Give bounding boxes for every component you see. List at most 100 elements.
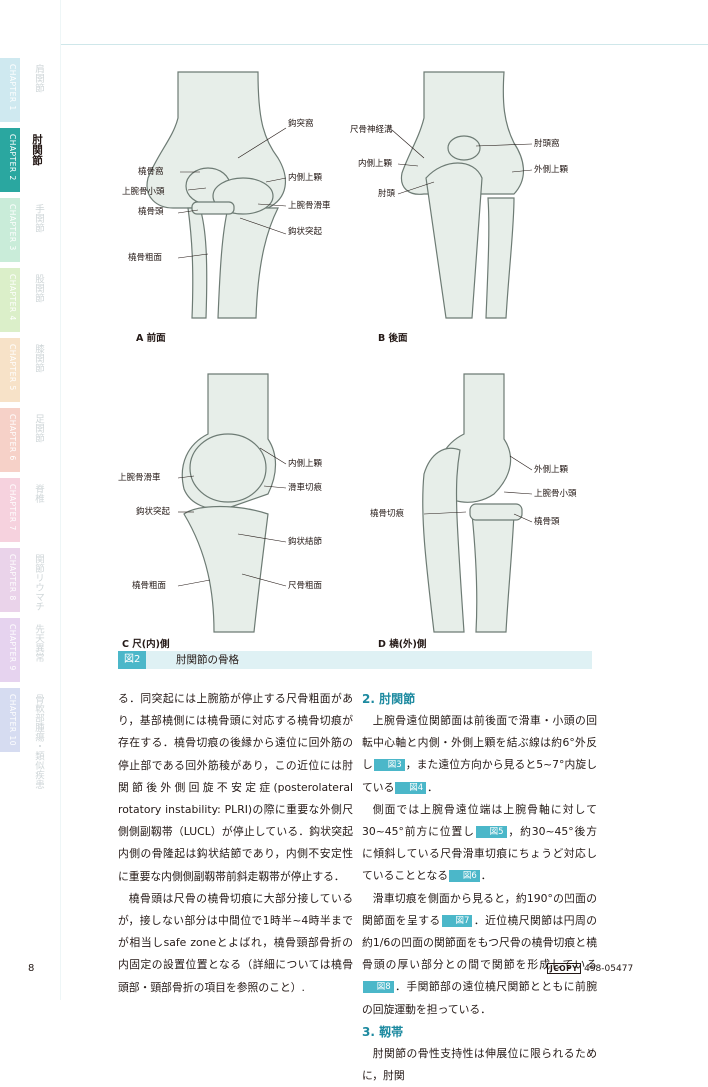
chapter-tab-strip — [0, 408, 20, 472]
section-heading-ligaments: 3. 靱帯 — [362, 1024, 404, 1039]
figure-caption: 図2 肘関節の骨格 — [118, 651, 592, 669]
text-column-left: る．同突起には上腕筋が停止する尺骨粗面があり，基部橈側には橈骨頭に対応する橈骨切… — [118, 688, 353, 999]
label-c-trochlea: 上腕骨滑車 — [118, 473, 161, 483]
panel-c-ulnar-side: 内側上顆 上腕骨滑車 滑車切痕 鈎状突起 鈎状結節 橈骨粗面 尺骨粗面 C 尺(… — [118, 364, 346, 654]
text-run: 側面では上腕骨遠位端は上腕骨軸に対して30~45°前方に位置し — [362, 802, 597, 839]
chapter-tab-number: CHAPTER 9 — [8, 624, 17, 671]
figure-ref[interactable]: 図6 — [449, 870, 480, 883]
panel-d-caption: D 橈(外)側 — [378, 639, 427, 650]
panel-b-posterior: 尺骨神経溝 肘頭窩 内側上顆 外側上顆 肘頭 B 後面 — [350, 58, 592, 348]
label-coronoid-process: 鈎状突起 — [288, 227, 323, 237]
chapter-tab-strip — [0, 338, 20, 402]
jcopy-mark: JCOPY — [547, 963, 582, 974]
figure-ref[interactable]: 図5 — [475, 826, 507, 839]
chapter-tab-number: CHAPTER 4 — [8, 274, 17, 321]
chapter-tab[interactable]: CHAPTER 3 手関節 — [0, 198, 48, 262]
label-ulnar-tuberosity: 尺骨粗面 — [288, 581, 323, 591]
chapter-tab[interactable]: CHAPTER 5 膝関節 — [0, 338, 48, 402]
chapter-tab-title: 膝関節 — [33, 344, 44, 373]
label-d-radial-head: 橈骨頭 — [534, 517, 560, 527]
paragraph: 橈骨頭は尺骨の橈骨切痕に大部分接しているが，接しない部分は中間位で1時半~4時半… — [118, 891, 353, 994]
chapter-tab-title: 股関節 — [33, 274, 44, 303]
chapter-tab-number: CHAPTER 2 — [8, 134, 17, 181]
margin-guide — [60, 0, 61, 1000]
chapter-tab-number: CHAPTER 1 — [8, 64, 17, 111]
text-run: 滑車切痕を側面から見ると，約190°の凹面の関節面を呈する — [362, 891, 597, 927]
label-trochlear-notch: 滑車切痕 — [288, 483, 323, 493]
figure-number: 図2 — [118, 651, 147, 669]
text-run: ．近位橈尺関節は円周の約1/6の凹面の関節面をもつ尺骨の橈骨切痕と橈骨頭の厚い部… — [362, 913, 598, 972]
chapter-tab-title: 骨軟部腫瘍・類似疾患 — [33, 694, 44, 789]
chapter-tab-number: CHAPTER 8 — [8, 554, 17, 601]
label-radial-notch: 橈骨切痕 — [370, 509, 405, 519]
chapter-tab-strip — [0, 268, 20, 332]
chapter-tab-title: 脊椎 — [33, 484, 44, 503]
chapter-tab-title: 足関節 — [33, 414, 44, 443]
chapter-tab-title: 肘関節 — [31, 134, 43, 166]
figure-ref[interactable]: 図7 — [441, 914, 473, 927]
chapter-tab[interactable]: CHAPTER 6 足関節 — [0, 408, 48, 472]
text-run: ． — [480, 869, 492, 883]
panel-c-caption: C 尺(内)側 — [122, 639, 170, 650]
chapter-tab-title: 先天異常 — [33, 624, 44, 662]
figure-title: 肘関節の骨格 — [176, 654, 239, 666]
text-run: ． — [427, 780, 438, 794]
label-c-radial-tuberosity: 橈骨粗面 — [132, 581, 167, 591]
panel-a-anterior: 鈎突窩 橈骨窩 内側上顆 上腕骨小頭 上腕骨滑車 橈骨頭 鈎状突起 橈骨粗面 A… — [118, 58, 346, 348]
label-lateral-epicondyle: 外側上顆 — [534, 165, 569, 175]
text-run: ，また遠位方向から見ると5~7°内旋している — [362, 758, 598, 794]
label-c-coronoid-process: 鈎状突起 — [136, 507, 171, 517]
chapter-tab-title: 関節リウマチ — [33, 554, 44, 611]
chapter-tab-strip — [0, 618, 20, 682]
label-capitulum: 上腕骨小頭 — [122, 187, 165, 197]
label-olecranon: 肘頭 — [378, 189, 396, 199]
chapter-tab-strip — [0, 688, 20, 752]
chapter-tab[interactable]: CHAPTER 8 関節リウマチ — [0, 548, 48, 612]
figure-ref[interactable]: 図8 — [363, 981, 394, 994]
chapter-tab-number: CHAPTER 10 — [8, 694, 17, 746]
label-d-capitulum: 上腕骨小頭 — [534, 489, 577, 499]
chapter-tab-title: 手関節 — [33, 204, 44, 233]
label-medial-epicondyle: 内側上顆 — [288, 173, 323, 183]
figure-ref[interactable]: 図3 — [373, 759, 405, 772]
header-rule — [60, 44, 708, 45]
chapter-tab[interactable]: CHAPTER 9 先天異常 — [0, 618, 48, 682]
chapter-tab-strip — [0, 478, 20, 542]
chapter-tab-strip — [0, 198, 20, 262]
radial-side-bone-illustration — [422, 373, 533, 633]
chapter-tab-strip — [0, 128, 20, 192]
chapter-tab[interactable]: CHAPTER 2 肘関節 — [0, 128, 48, 192]
chapter-tab-number: CHAPTER 3 — [8, 204, 17, 251]
panel-d-radial-side: 外側上顆 上腕骨小頭 橈骨切痕 橈骨頭 D 橈(外)側 — [364, 364, 592, 654]
label-olecranon-fossa: 肘頭窩 — [534, 139, 560, 149]
chapter-tab[interactable]: CHAPTER 10 骨軟部腫瘍・類似疾患 — [0, 688, 48, 789]
chapter-tab[interactable]: CHAPTER 4 股関節 — [0, 268, 48, 332]
text-run: ，約30~45°後方に傾斜している尺骨滑車切痕にちょうど対応していることとなる — [362, 825, 597, 883]
paragraph: 上腕骨遠位関節面は前後面で滑車・小頭の回転中心軸と内側・外側上顆を結ぶ線は約6°… — [362, 710, 597, 799]
label-radial-tuberosity: 橈骨粗面 — [128, 253, 163, 263]
section-heading-elbow-joint: 2. 肘関節 — [362, 692, 416, 706]
chapter-tab-strip — [0, 58, 20, 122]
chapter-tab-number: CHAPTER 5 — [8, 344, 17, 391]
panel-b-caption: B 後面 — [378, 333, 408, 344]
chapter-tab-number: CHAPTER 7 — [8, 484, 17, 531]
posterior-bone-illustration — [391, 71, 533, 319]
paragraph: 肘関節の骨性支持性は伸展位に限られるために，肘関 — [362, 1046, 597, 1083]
figure-ref[interactable]: 図4 — [395, 781, 427, 794]
anterior-bone-illustration — [146, 71, 287, 319]
label-coronoid-fossa: 鈎突窩 — [288, 119, 314, 129]
label-b-medial-epicondyle: 内側上顆 — [358, 159, 393, 169]
chapter-tab-strip — [0, 548, 20, 612]
isbn-code: 498-05477 — [584, 964, 634, 974]
label-d-lateral-epicondyle: 外側上顆 — [534, 465, 569, 475]
label-c-medial-epicondyle: 内側上顆 — [288, 459, 323, 469]
chapter-tab[interactable]: CHAPTER 7 脊椎 — [0, 478, 48, 542]
paragraph: 滑車切痕を側面から見ると，約190°の凹面の関節面を呈する図7．近位橈尺関節は円… — [362, 888, 597, 1021]
ulnar-side-bone-illustration — [177, 373, 287, 633]
page-number: 8 — [28, 963, 35, 974]
panel-a-caption: A 前面 — [136, 333, 166, 344]
text-column-right: 2. 肘関節 上腕骨遠位関節面は前後面で滑車・小頭の回転中心軸と内側・外側上顆を… — [362, 688, 597, 1087]
chapter-tab-number: CHAPTER 6 — [8, 414, 17, 461]
